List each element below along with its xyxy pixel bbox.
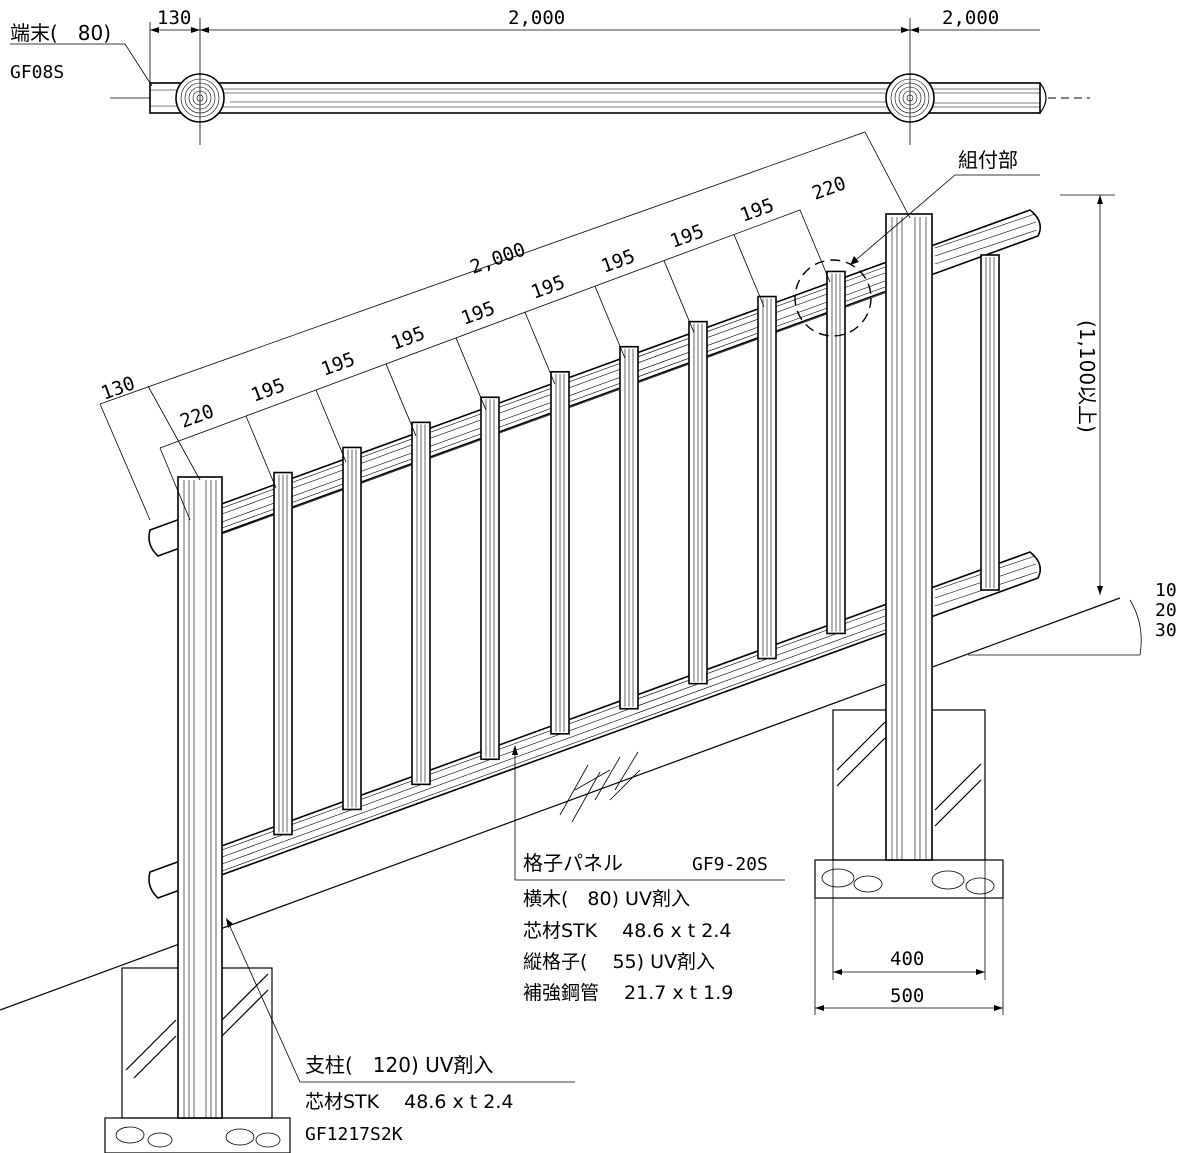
dimension-tick bbox=[159, 447, 191, 521]
panel-line2: 芯材STK 48.6 x t 2.4 bbox=[523, 920, 732, 942]
slope-dimensions bbox=[99, 131, 911, 521]
dim-400: 400 bbox=[890, 948, 924, 970]
dim-130: 130 bbox=[98, 372, 138, 404]
plan-dim-2000-a: 2,000 bbox=[508, 7, 565, 29]
dim-220-right: 220 bbox=[809, 172, 849, 204]
dim-195: 195 bbox=[318, 348, 358, 380]
dimension-tick bbox=[524, 312, 556, 385]
dimension-tick bbox=[455, 337, 487, 411]
panel-line3: 縦格子( 55) UV剤入 bbox=[523, 951, 715, 973]
dimension-tick bbox=[594, 286, 626, 359]
post-line2: GF1217S2K bbox=[305, 1124, 403, 1145]
dim-500: 500 bbox=[890, 985, 924, 1007]
dimension-tick bbox=[315, 389, 347, 463]
post-right bbox=[885, 213, 933, 861]
post-left bbox=[177, 476, 223, 1119]
dim-195: 195 bbox=[667, 220, 707, 252]
dim-220-left: 220 bbox=[177, 400, 217, 432]
dim-total: 2,000 bbox=[467, 238, 528, 278]
dimension-tick bbox=[385, 363, 417, 437]
plan-dim-2000-b: 2,000 bbox=[942, 7, 999, 29]
slope-10: 10 bbox=[1155, 580, 1177, 601]
post-title: 支柱( 120) UV剤入 bbox=[305, 1053, 493, 1077]
slope-20: 20 bbox=[1155, 600, 1177, 621]
end-label: 端末( 80) bbox=[10, 21, 111, 45]
panel-code: GF9-20S bbox=[692, 854, 768, 875]
soil-symbol bbox=[559, 751, 641, 823]
assembly-detail-circle bbox=[794, 259, 872, 337]
assembly-label: 組付部 bbox=[958, 148, 1018, 172]
panel-line4: 補強鋼管 21.7 x t 1.9 bbox=[523, 982, 733, 1004]
dim-195: 195 bbox=[388, 322, 428, 354]
slope-30: 30 bbox=[1155, 620, 1177, 641]
end-code: GF08S bbox=[10, 62, 64, 83]
plan-dim-130: 130 bbox=[157, 7, 191, 29]
post-line1: 芯材STK 48.6 x t 2.4 bbox=[305, 1091, 514, 1113]
panel-title: 格子パネル bbox=[523, 851, 623, 875]
panel-line1: 横木( 80) UV剤入 bbox=[523, 888, 690, 910]
height-label: (1,100以上) bbox=[1075, 320, 1099, 433]
dimension-tick bbox=[733, 234, 765, 307]
dimension-tick bbox=[663, 260, 695, 333]
dimension-tick bbox=[799, 209, 831, 283]
balusters bbox=[273, 254, 1000, 836]
dimension-tick bbox=[245, 415, 277, 489]
dim-195: 195 bbox=[248, 374, 288, 406]
plan-view bbox=[10, 18, 1090, 145]
dim-195: 195 bbox=[737, 194, 777, 226]
